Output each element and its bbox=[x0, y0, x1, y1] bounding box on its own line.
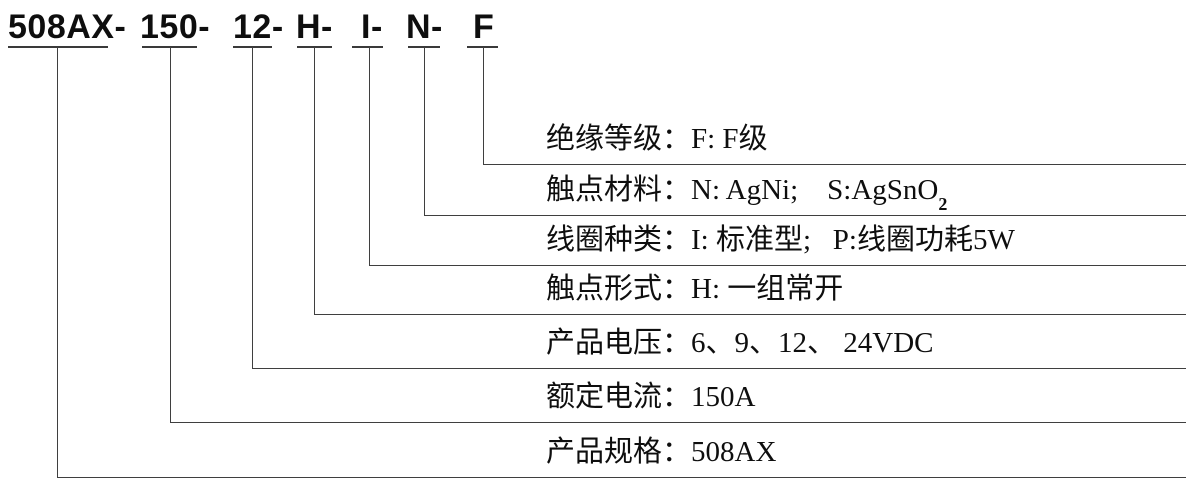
connector-line-contact bbox=[314, 47, 1186, 315]
code-segment-coil: I- bbox=[361, 8, 383, 46]
legend-row-current: 额定电流：150A bbox=[546, 380, 755, 414]
connector-line-material bbox=[424, 47, 1186, 216]
code-segment-contact: H- bbox=[296, 8, 333, 46]
connector-line-coil bbox=[369, 47, 1186, 266]
row-text: 产品电压：6、9、12、 24VDC bbox=[546, 327, 934, 359]
segment-underline bbox=[142, 46, 197, 48]
legend-row-contact: 触点形式：H: 一组常开 bbox=[546, 272, 843, 306]
code-segment-voltage: 12- bbox=[233, 8, 284, 46]
row-text: 触点形式：H: 一组常开 bbox=[546, 273, 844, 305]
connector-line-voltage bbox=[252, 47, 1186, 369]
segment-underline bbox=[8, 46, 108, 48]
row-text: 产品规格：508AX bbox=[546, 436, 777, 468]
segment-underline bbox=[352, 46, 383, 48]
segment-underline bbox=[467, 46, 498, 48]
row-text: 额定电流：150A bbox=[546, 381, 756, 413]
legend-row-coil: 线圈种类：I: 标准型; P:线圈功耗5W bbox=[546, 223, 1015, 257]
code-segment-model: 508AX- bbox=[8, 8, 127, 46]
legend-row-voltage: 产品电压：6、9、12、 24VDC bbox=[546, 326, 933, 360]
code-segment-current: 150- bbox=[140, 8, 211, 46]
legend-row-material: 触点材料：N: AgNi; S:AgSnO2 bbox=[546, 173, 947, 213]
legend-row-model: 产品规格：508AX bbox=[546, 435, 776, 469]
row-text: 线圈种类：I: 标准型; P:线圈功耗5W bbox=[546, 224, 1015, 256]
code-segment-material: N- bbox=[406, 8, 443, 46]
row-text: 绝缘等级：F: F级 bbox=[546, 123, 768, 155]
subscript: 2 bbox=[938, 193, 948, 214]
row-text: 触点材料：N: AgNi; S:AgSnO bbox=[546, 174, 939, 206]
legend-row-insulation: 绝缘等级：F: F级 bbox=[546, 122, 768, 156]
code-segment-insulation: F bbox=[473, 8, 495, 46]
connector-line-model bbox=[57, 47, 1186, 478]
connector-line-current bbox=[170, 47, 1186, 423]
connector-line-insulation bbox=[483, 47, 1186, 165]
